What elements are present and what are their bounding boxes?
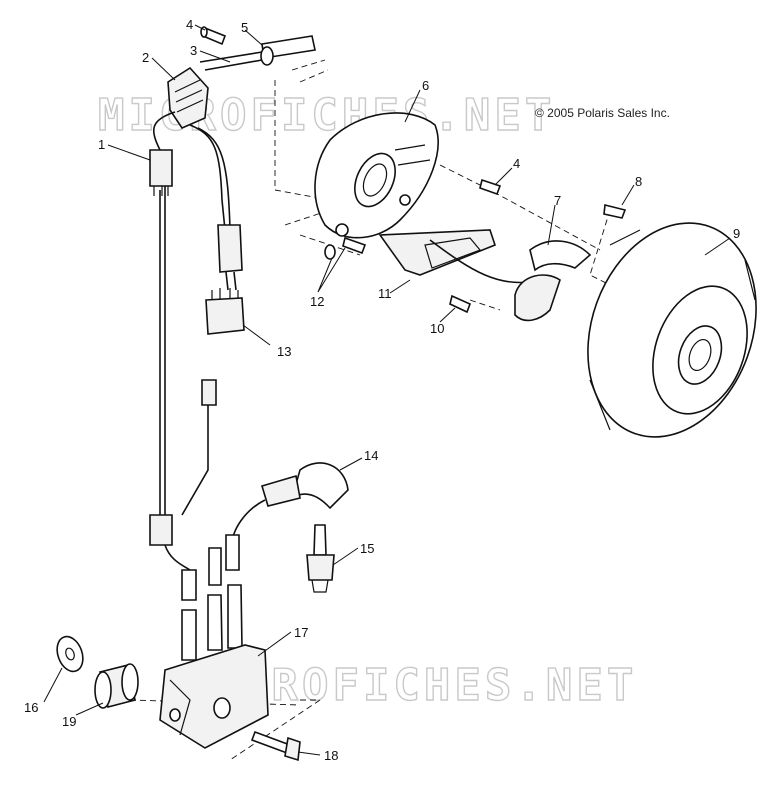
part-screw-8: [603, 204, 627, 219]
part-ignition-lead: [149, 379, 217, 571]
part-cdi-module: [159, 534, 269, 749]
part-washer-16: [56, 635, 84, 673]
part-wiring-harness: [152, 111, 243, 520]
callout-6: 6: [422, 78, 429, 93]
part-plug-connector: [205, 288, 245, 335]
callout-4-top: 4: [186, 17, 193, 32]
callout-17: 17: [294, 625, 308, 640]
callout-4-right: 4: [513, 156, 520, 171]
callout-1: 1: [98, 137, 105, 152]
part-screw-10: [449, 294, 472, 314]
part-spark-plug: [306, 524, 335, 593]
part-stator-plate: [314, 112, 439, 239]
part-connector: [149, 149, 173, 196]
callout-18: 18: [324, 748, 338, 763]
part-flywheel: [587, 222, 757, 438]
part-bolt-18: [250, 730, 301, 762]
callout-labels: 1 2 3 4 5 6 4 8 7 9 12 11 10 13 14 15 17…: [24, 17, 740, 763]
part-regulator: [167, 66, 209, 130]
callout-15: 15: [360, 541, 374, 556]
callout-7: 7: [554, 193, 561, 208]
callout-8: 8: [635, 174, 642, 189]
part-charge-coil: [514, 240, 592, 322]
part-pickup-coil: [378, 229, 541, 284]
callout-11: 11: [378, 286, 392, 301]
part-screw-top: [200, 26, 227, 46]
callout-12: 12: [310, 294, 324, 309]
callout-9: 9: [733, 226, 740, 241]
callout-2: 2: [142, 50, 149, 65]
callout-3: 3: [190, 43, 197, 58]
callout-10: 10: [430, 321, 444, 336]
callout-13: 13: [277, 344, 291, 359]
part-spark-plug-cap: [231, 462, 349, 546]
callout-19: 19: [62, 714, 76, 729]
callout-16: 16: [24, 700, 38, 715]
leader-lines: [43, 24, 731, 756]
copyright-text: © 2005 Polaris Sales Inc.: [535, 106, 670, 120]
callout-5: 5: [241, 20, 248, 35]
part-screw-4: [479, 178, 502, 196]
part-spacer-19: [94, 663, 139, 709]
part-cable-top: [199, 35, 316, 71]
part-screw-washer-12: [324, 236, 367, 260]
callout-14: 14: [364, 448, 378, 463]
